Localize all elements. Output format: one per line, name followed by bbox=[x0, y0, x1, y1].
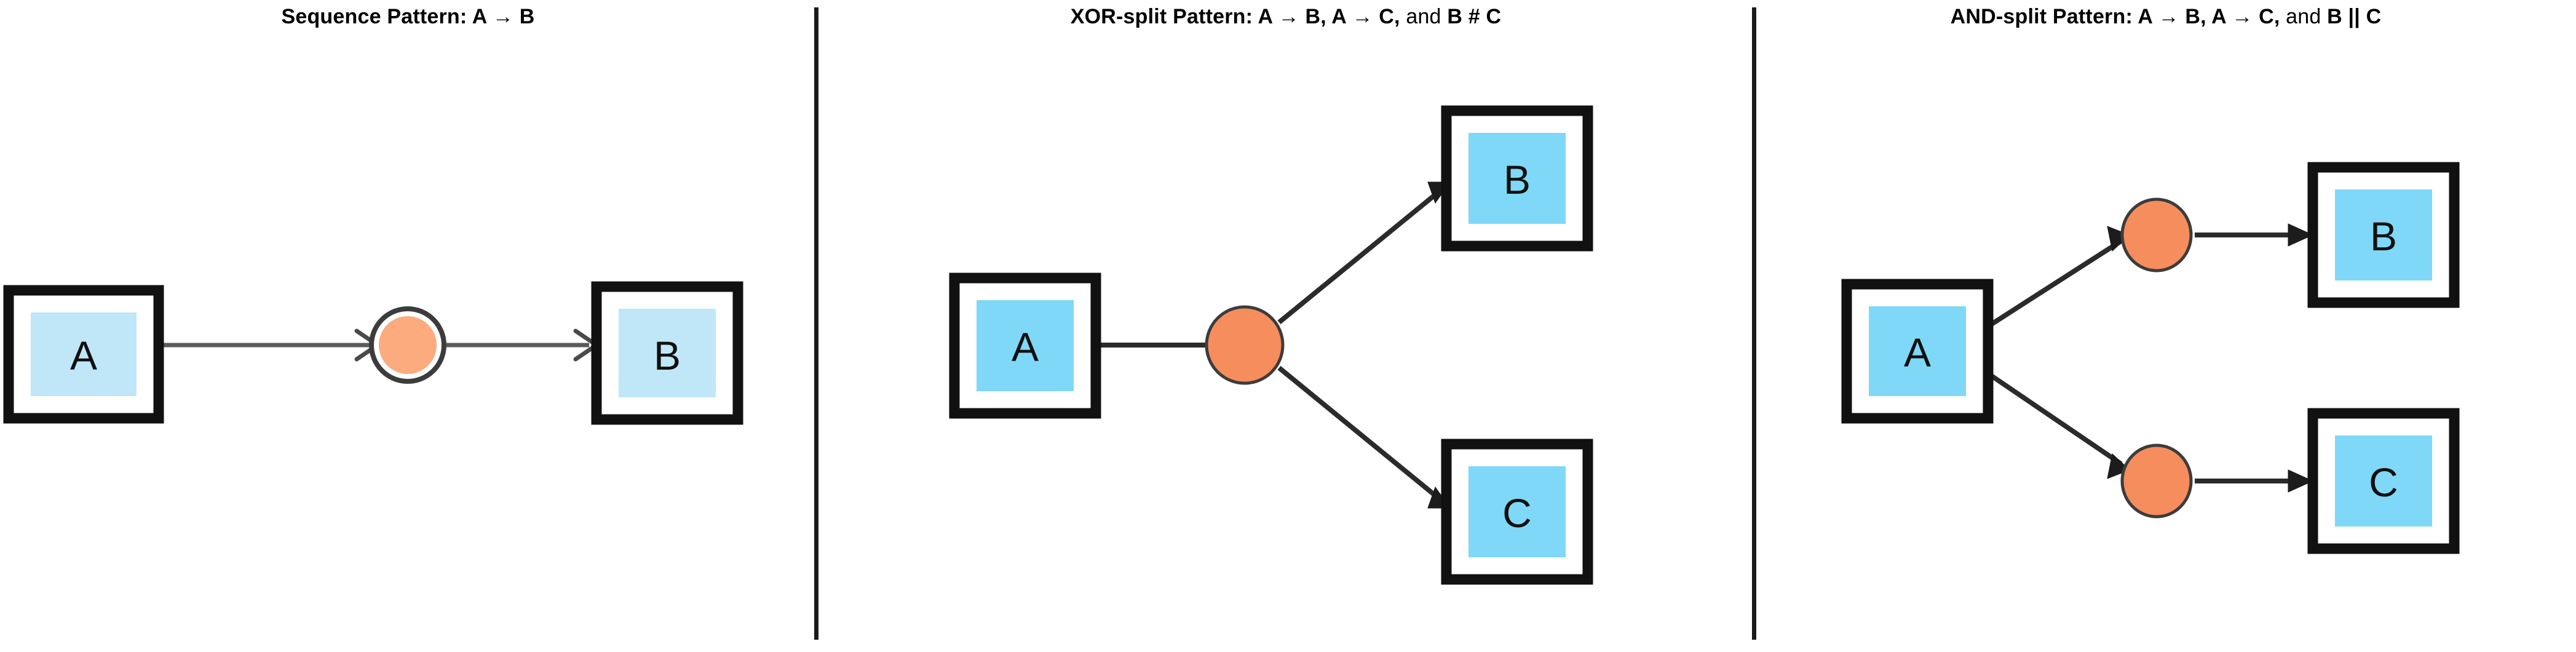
panel-divider-left bbox=[814, 7, 818, 640]
node-activity-b[interactable]: B bbox=[2307, 162, 2460, 308]
node-activity-b[interactable]: B bbox=[591, 281, 743, 425]
node-activity-a[interactable]: A bbox=[1841, 279, 1994, 424]
node-activity-b[interactable]: B bbox=[1441, 105, 1593, 252]
panel-xor-split-title: XOR-split Pattern: A → B, A → C, and B #… bbox=[818, 5, 1754, 29]
node-activity-c-label: C bbox=[1502, 490, 1532, 536]
edge-a-to-transition-upper bbox=[1989, 226, 2130, 327]
node-activity-a-label: A bbox=[1012, 324, 1039, 370]
node-activity-a-label: A bbox=[1904, 330, 1931, 375]
panel-and-split-canvas: A B bbox=[1756, 0, 2576, 652]
node-transition-t1[interactable] bbox=[2120, 197, 2193, 272]
node-activity-b-label: B bbox=[2370, 213, 2397, 259]
edge-transition-lower-to-c bbox=[2195, 469, 2314, 493]
edge-transition-to-c bbox=[1277, 365, 1451, 509]
panel-and-split-title: AND-split Pattern: A → B, A → C, and B |… bbox=[1756, 5, 2576, 29]
panel-divider-right bbox=[1752, 7, 1756, 640]
edge-a-to-place bbox=[159, 328, 380, 362]
panel-xor-split-canvas: A B C bbox=[818, 0, 1754, 652]
node-activity-c[interactable]: C bbox=[1441, 439, 1593, 585]
panel-sequence-title-text: Sequence Pattern: A → B bbox=[281, 5, 535, 28]
node-activity-b-label: B bbox=[654, 333, 681, 378]
node-activity-a[interactable]: A bbox=[949, 272, 1101, 419]
node-place-p1[interactable] bbox=[369, 306, 446, 384]
panel-and-split-title-text: AND-split Pattern: A → B, A → C, and B |… bbox=[1950, 5, 2382, 28]
node-activity-b-label: B bbox=[1504, 157, 1531, 202]
panel-and-split: AND-split Pattern: A → B, A → C, and B |… bbox=[1756, 0, 2576, 652]
node-activity-c[interactable]: C bbox=[2307, 408, 2460, 554]
node-activity-c-label: C bbox=[2369, 459, 2398, 505]
node-transition-t1[interactable] bbox=[1205, 305, 1285, 385]
node-activity-a-label: A bbox=[70, 333, 97, 378]
edge-a-to-transition-lower bbox=[1989, 373, 2130, 479]
panel-sequence: Sequence Pattern: A → B A bbox=[0, 0, 816, 652]
panel-sequence-title: Sequence Pattern: A → B bbox=[0, 5, 816, 29]
panel-xor-split: XOR-split Pattern: A → B, A → C, and B #… bbox=[818, 0, 1754, 652]
edge-transition-to-b bbox=[1277, 181, 1451, 325]
node-transition-t2[interactable] bbox=[2120, 443, 2193, 519]
edge-place-to-b bbox=[444, 328, 599, 362]
panel-xor-split-title-text: XOR-split Pattern: A → B, A → C, and B #… bbox=[1070, 5, 1502, 28]
node-activity-a[interactable]: A bbox=[3, 285, 164, 424]
edge-transition-upper-to-b bbox=[2195, 223, 2314, 247]
panel-sequence-canvas: A B bbox=[0, 0, 816, 652]
